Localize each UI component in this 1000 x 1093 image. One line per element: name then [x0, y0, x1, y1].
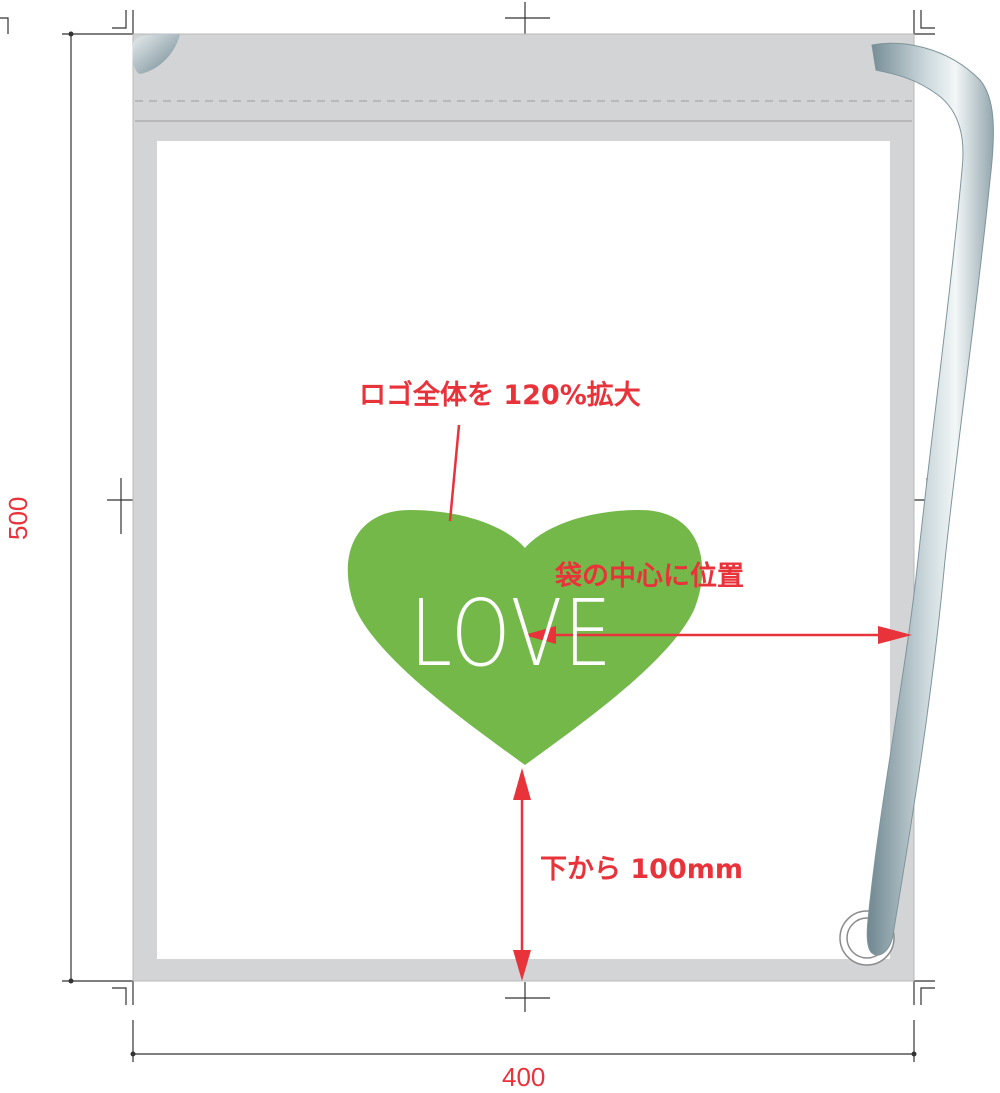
- heart-logo: [347, 510, 703, 765]
- leader-line: [448, 424, 461, 522]
- logo-text: LOVE: [410, 580, 614, 687]
- width-dimension-label: 400: [502, 1062, 546, 1092]
- scale-annotation: ロゴ全体を 120%拡大: [359, 380, 641, 411]
- bottom-annotation: 下から 100mm: [540, 854, 744, 885]
- center-annotation: 袋の中心に位置: [555, 561, 744, 592]
- center-arrow: [524, 626, 912, 644]
- cord-knot-icon: [132, 33, 180, 74]
- edge-mark: [0, 17, 9, 34]
- drawstring-cord: [866, 42, 994, 956]
- crop-marks: [107, 2, 940, 1012]
- height-dimension-label: 500: [3, 496, 33, 540]
- bottom-arrow: [513, 768, 531, 981]
